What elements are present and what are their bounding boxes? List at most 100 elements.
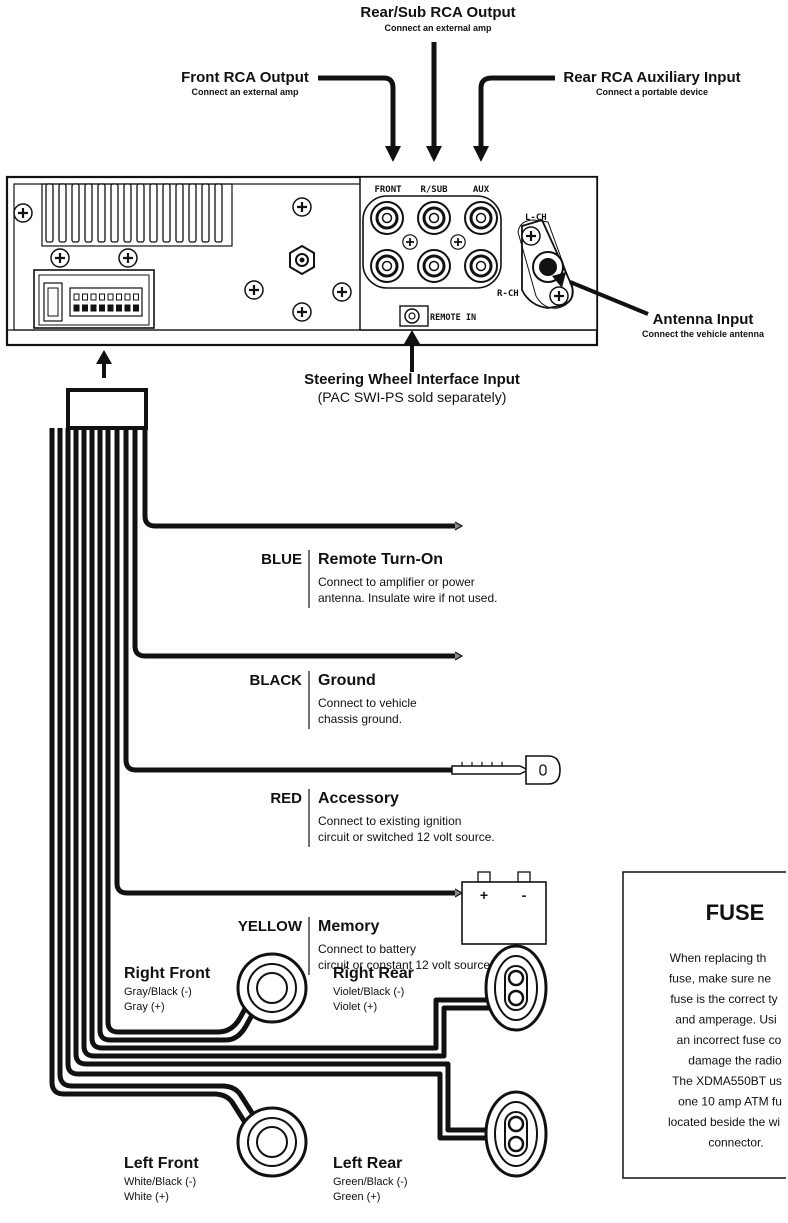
heat-sink-fin	[71, 183, 80, 243]
left-front-speaker-icon	[236, 1106, 308, 1178]
connector-pin	[82, 293, 88, 301]
rear-aux-subtitle: Connect a portable device	[596, 87, 708, 97]
antenna-input-callout: Antenna Input Connect the vehicle antenn…	[552, 272, 765, 339]
connector-pin	[107, 304, 114, 312]
screw-icon	[291, 196, 313, 218]
radio-chassis: FRONT R/SUB AUX L-CH R-CH	[5, 175, 599, 347]
connector-pin	[99, 304, 105, 312]
connector-pin	[133, 304, 139, 312]
right-front-neg: Gray/Black (-)	[124, 986, 192, 998]
left-rear-speaker-icon	[484, 1090, 548, 1178]
rca-front-label: FRONT	[374, 185, 402, 195]
right-rear-pos: Violet (+)	[333, 1001, 377, 1013]
wire-title: Ground	[318, 672, 376, 689]
front-output-subtitle: Connect an external amp	[191, 87, 299, 97]
right-rear-pos-wire	[81, 428, 490, 1059]
left-rear-neg-wire	[73, 428, 492, 1133]
right-rear-neg: Violet/Black (-)	[333, 986, 404, 998]
right-rear-speaker-icon	[484, 944, 548, 1032]
heat-sink-fin	[188, 183, 197, 243]
heat-sink-fin	[162, 183, 171, 243]
blue-wire	[142, 428, 455, 529]
rear-sub-output-title: Rear/Sub RCA Output	[360, 4, 515, 21]
wire-desc-line2: circuit or constant 12 volt source.	[318, 958, 493, 972]
front-rca-output-callout: Front RCA Output Connect an external amp	[181, 69, 401, 162]
wire-desc-line1: Connect to vehicle	[318, 696, 417, 710]
harness-plug	[66, 350, 148, 430]
speaker-labels: Right Front Gray/Black (-) Gray (+) Righ…	[124, 965, 414, 1203]
rca-rsub-label: R/SUB	[420, 185, 448, 195]
wire-desc-line1: Connect to battery	[318, 942, 416, 956]
right-front-title: Right Front	[124, 965, 211, 982]
connector-pin	[116, 293, 122, 301]
rear-aux-arrow	[478, 75, 555, 148]
front-arrowhead	[385, 146, 401, 162]
rear-sub-output-subtitle: Connect an external amp	[384, 23, 492, 33]
rca-jack-rsub-left	[416, 200, 452, 236]
wire-desc-line2: chassis ground.	[318, 712, 402, 726]
wire-color-label: YELLOW	[238, 918, 303, 935]
rch-label: R-CH	[497, 289, 519, 299]
heat-sink-fin	[136, 183, 145, 243]
connector-pin	[124, 293, 131, 301]
left-rear-pos-wire	[65, 428, 492, 1141]
fuse-text-line: one 10 amp ATM fu	[678, 1095, 782, 1109]
screw-icon	[117, 247, 139, 269]
heat-sink-fin	[110, 183, 119, 243]
right-front-speaker-icon	[236, 952, 308, 1024]
wire-title: Remote Turn-On	[318, 551, 443, 568]
wire-color-label: BLACK	[250, 672, 303, 689]
connector-pin	[90, 293, 97, 301]
steering-wheel-callout: Steering Wheel Interface Input (PAC SWI-…	[304, 330, 520, 405]
battery-minus: -	[522, 887, 527, 903]
hex-nut-icon	[289, 244, 315, 276]
left-front-pos: White (+)	[124, 1191, 169, 1203]
right-front-neg-wire	[105, 428, 255, 1035]
heat-sink-fin	[175, 183, 184, 243]
connector-pin	[73, 293, 80, 301]
rca-jack-aux-left	[463, 200, 499, 236]
screw-icon	[401, 233, 419, 251]
left-rear-title: Left Rear	[333, 1155, 402, 1172]
heat-sink-fin	[97, 183, 106, 243]
ignition-key-icon	[451, 755, 561, 785]
steering-title: Steering Wheel Interface Input	[304, 371, 520, 388]
rca-panel: FRONT R/SUB AUX L-CH R-CH	[359, 176, 598, 331]
wire-desc-line2: antenna. Insulate wire if not used.	[318, 591, 497, 605]
remote-in-label: REMOTE IN	[430, 313, 476, 323]
rca-jack-front-left	[369, 200, 405, 236]
heat-sink-fin	[201, 183, 210, 243]
fuse-text-line: The XDMA550BT us	[672, 1074, 782, 1088]
yellow-wire	[114, 428, 455, 896]
wire-color-label: BLUE	[261, 551, 302, 568]
screw-icon	[291, 301, 313, 323]
fuse-text-line: When replacing th	[670, 951, 767, 965]
connector-pin	[133, 293, 139, 301]
heat-sink-fin	[149, 183, 158, 243]
connector-pin	[116, 304, 122, 312]
rca-jack-rsub-right	[416, 248, 452, 284]
heat-sink-fin	[58, 183, 67, 243]
fuse-text-line: fuse, make sure ne	[669, 972, 771, 986]
right-front-pos: Gray (+)	[124, 1001, 165, 1013]
fuse-text-line: fuse is the correct ty	[670, 992, 777, 1006]
left-rear-pos: Green (+)	[333, 1191, 380, 1203]
heat-sink	[41, 183, 233, 247]
battery-plus: +	[480, 887, 488, 903]
screw-icon	[49, 247, 71, 269]
rear-aux-arrowhead	[473, 146, 489, 162]
wire-color-label: RED	[270, 790, 302, 807]
left-front-pos-wire	[49, 428, 249, 1126]
left-front-neg-wire	[57, 428, 257, 1118]
wiring-harness-connector	[33, 247, 155, 329]
fuse-text-line: an incorrect fuse co	[677, 1033, 782, 1047]
battery-icon: + -	[461, 871, 547, 945]
wire-desc-line2: circuit or switched 12 volt source.	[318, 830, 495, 844]
heat-sink-fin	[214, 183, 223, 243]
connector-pin	[99, 293, 105, 301]
right-rear-title: Right Rear	[333, 965, 414, 982]
heat-sink-fin	[45, 183, 54, 243]
